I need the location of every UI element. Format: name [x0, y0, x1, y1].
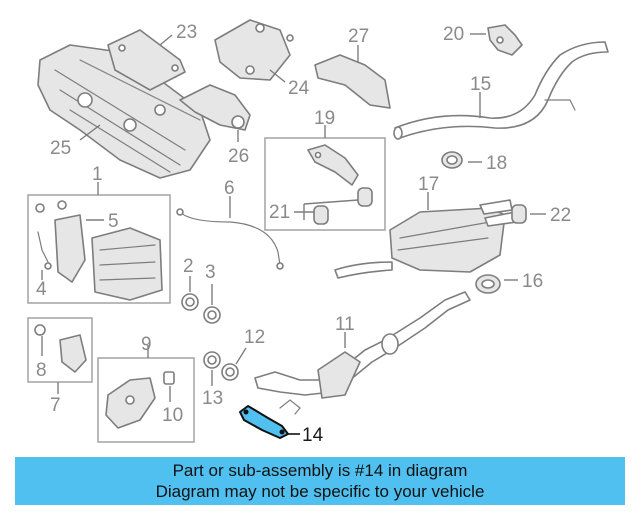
- assembly-box-9: [97, 357, 195, 443]
- part-13-gasket[interactable]: [203, 351, 221, 386]
- callout-3: 3: [205, 262, 216, 283]
- part-16-clamp[interactable]: [475, 274, 518, 294]
- part-15-tail-pipe[interactable]: [393, 41, 609, 140]
- part-19-bracket[interactable]: [307, 144, 359, 186]
- part-12-gasket[interactable]: [221, 347, 247, 381]
- info-banner: Part or sub-assembly is #14 in diagram D…: [15, 457, 625, 505]
- assembly-box-1: [27, 194, 171, 304]
- part-11-hanger[interactable]: [279, 399, 301, 415]
- callout-19: 19: [314, 108, 335, 129]
- callout-7: 7: [50, 395, 61, 416]
- callout-18: 18: [486, 153, 507, 174]
- callout-14: 14: [302, 425, 324, 446]
- part-20-hanger[interactable]: [470, 24, 523, 56]
- callout-16: 16: [522, 271, 543, 292]
- part-14-bracket-highlighted[interactable]: [239, 405, 300, 439]
- assembly-box-7: [27, 317, 93, 383]
- banner-line-2: Diagram may not be specific to your vehi…: [155, 482, 485, 501]
- part-24-heat-shield[interactable]: [214, 19, 294, 83]
- callout-8: 8: [36, 360, 47, 381]
- callout-23: 23: [176, 22, 197, 43]
- part-11-front-pipe[interactable]: [254, 291, 471, 399]
- callout-22: 22: [550, 205, 571, 226]
- callout-25: 25: [50, 138, 71, 159]
- part-4-sensor[interactable]: [37, 231, 52, 280]
- exhaust-parts-diagram: 25 23 24 26 27 20 15: [27, 19, 609, 446]
- part-9-mount-bracket[interactable]: [105, 377, 156, 429]
- part-5-gasket[interactable]: [54, 214, 104, 283]
- callout-17: 17: [418, 174, 439, 195]
- callout-26: 26: [228, 146, 249, 167]
- callout-1: 1: [92, 164, 103, 185]
- callout-21: 21: [269, 202, 290, 223]
- callout-12: 12: [244, 327, 265, 348]
- part-27-heat-shield[interactable]: [314, 45, 391, 109]
- part-26-bracket[interactable]: [179, 84, 251, 142]
- part-23-heat-shield-plate[interactable]: [107, 29, 186, 91]
- callout-24: 24: [288, 78, 310, 99]
- part-17-rear-muffler[interactable]: [334, 192, 518, 279]
- callout-2: 2: [183, 256, 194, 277]
- part-3-gasket[interactable]: [203, 284, 221, 324]
- callout-15: 15: [470, 74, 491, 95]
- part-18-clamp[interactable]: [441, 151, 482, 169]
- banner-line-1: Part or sub-assembly is #14 in diagram: [172, 461, 468, 480]
- part-1-particulate-filter[interactable]: [35, 200, 163, 301]
- part-2-gasket[interactable]: [181, 276, 199, 311]
- part-7-bracket[interactable]: [34, 324, 87, 373]
- callout-9: 9: [141, 334, 152, 355]
- callout-13: 13: [202, 388, 223, 409]
- callout-10: 10: [162, 405, 183, 426]
- part-10-bolt[interactable]: [163, 371, 175, 402]
- callout-20: 20: [443, 24, 464, 45]
- part-22-rubber-mount[interactable]: [511, 204, 546, 224]
- callout-5: 5: [108, 211, 119, 232]
- part-6-pressure-pipe[interactable]: [176, 196, 284, 270]
- part-21-rubber-mount[interactable]: [294, 187, 373, 225]
- callout-6: 6: [224, 178, 235, 199]
- callout-11: 11: [335, 314, 355, 335]
- callout-27: 27: [348, 26, 369, 47]
- callout-4: 4: [36, 279, 47, 300]
